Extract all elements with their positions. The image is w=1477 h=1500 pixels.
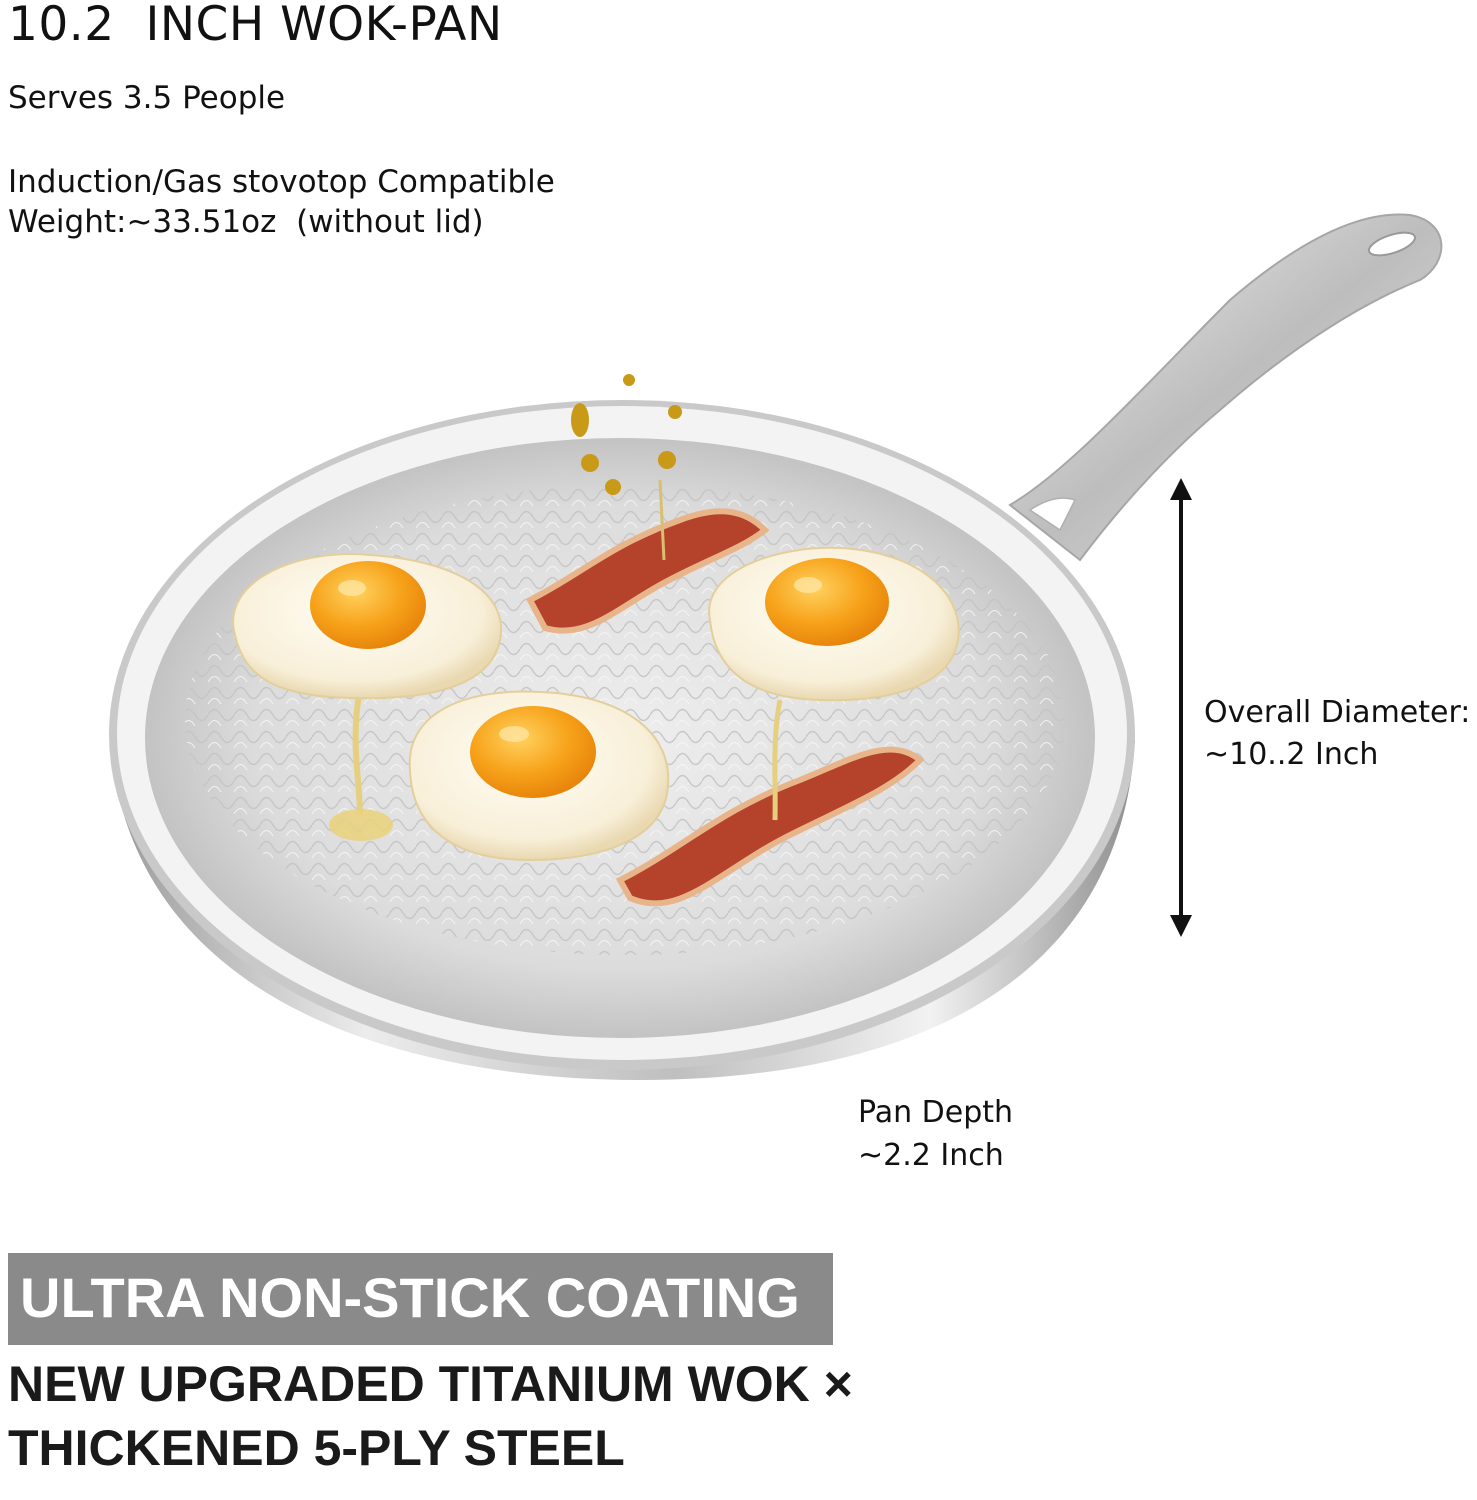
fried-egg-center xyxy=(408,690,670,862)
tagline-line-2: THICKENED 5-PLY STEEL xyxy=(8,1420,625,1476)
oil-drops xyxy=(571,374,682,495)
page-title: 10.2 INCH WOK-PAN xyxy=(8,0,503,52)
bacon-strip-top xyxy=(525,508,770,634)
oil-trails xyxy=(329,479,783,841)
serves-spec: Serves 3.5 People xyxy=(8,80,286,116)
pan-handle xyxy=(1008,213,1443,562)
diameter-arrow xyxy=(1170,478,1192,937)
compatibility-spec: Induction/Gas stovotop Compatible xyxy=(8,164,555,200)
depth-value: ~2.2 Inch xyxy=(858,1138,1004,1173)
diameter-value: ~10..2 Inch xyxy=(1204,737,1379,772)
weight-spec: Weight:~33.51oz (without lid) xyxy=(8,204,484,240)
depth-label: Pan Depth xyxy=(858,1095,1014,1130)
tagline-line-1: NEW UPGRADED TITANIUM WOK × xyxy=(8,1356,853,1412)
fried-egg-left xyxy=(232,553,503,700)
fried-egg-right xyxy=(708,546,960,702)
bacon-strip-bottom xyxy=(615,746,925,907)
feature-banner: ULTRA NON-STICK COATING xyxy=(8,1253,833,1345)
feature-banner-text: ULTRA NON-STICK COATING xyxy=(20,1266,800,1329)
pan-illustration xyxy=(109,213,1443,1080)
diameter-label: Overall Diameter: xyxy=(1204,695,1471,730)
